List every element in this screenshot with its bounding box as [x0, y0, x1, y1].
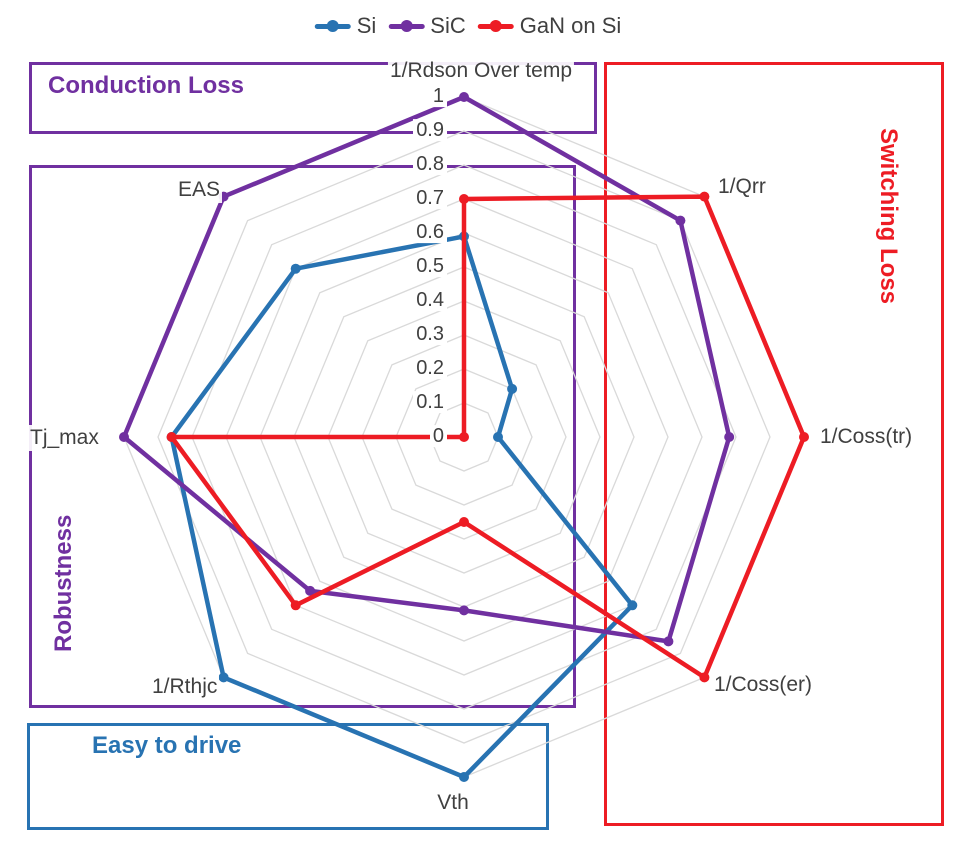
- data-point-marker: [459, 92, 469, 102]
- legend-item-si: Si: [314, 13, 377, 39]
- category-label-eas: EAS: [176, 177, 223, 204]
- series-line: [169, 234, 635, 780]
- data-point-marker: [305, 585, 316, 596]
- legend-label-gan: GaN on Si: [519, 13, 622, 38]
- data-point-marker: [218, 672, 229, 683]
- category-label-tjmax: Tj_max: [28, 425, 101, 452]
- data-point-marker: [459, 432, 469, 442]
- data-point-marker: [699, 191, 710, 202]
- legend-item-sic: SiC: [388, 13, 466, 39]
- grid-ring: [361, 334, 567, 540]
- tick-label-0-1: 0.1: [413, 391, 447, 414]
- category-label-qrr: 1/Qrr: [716, 174, 768, 201]
- legend-item-gan: GaN on Si: [477, 13, 622, 39]
- legend: Si SiC GaN on Si: [314, 13, 622, 39]
- data-point-marker: [459, 772, 469, 782]
- series-line: [169, 194, 807, 680]
- legend-swatch-gan-icon: [477, 23, 514, 29]
- legend-label-sic: SiC: [430, 13, 466, 38]
- tick-label-0-8: 0.8: [413, 153, 447, 176]
- category-label-coss-er: 1/Coss(er): [712, 672, 815, 699]
- data-point-marker: [459, 605, 469, 616]
- data-point-marker: [799, 432, 809, 442]
- tick-label-0-3: 0.3: [413, 323, 447, 346]
- data-point-marker: [493, 432, 503, 442]
- grid-ring: [395, 368, 533, 506]
- tick-label-0-4: 0.4: [413, 289, 447, 312]
- series-polygons: [119, 92, 809, 782]
- switching-loss-label: Switching Loss: [875, 128, 902, 305]
- grid-ring: [259, 232, 669, 642]
- tick-label-0-2: 0.2: [413, 357, 447, 380]
- legend-swatch-si-icon: [314, 23, 351, 29]
- category-label-rthjc: 1/Rthjc: [150, 674, 220, 701]
- grid-ring: [157, 130, 771, 744]
- tick-label-0-7: 0.7: [413, 187, 447, 210]
- category-label-rdson: 1/Rdson Over temp: [387, 58, 575, 85]
- tick-label-0-9: 0.9: [413, 119, 447, 142]
- data-point-marker: [507, 383, 518, 394]
- legend-swatch-sic-icon: [388, 23, 425, 29]
- easy-to-drive-label: Easy to drive: [92, 732, 242, 759]
- category-label-coss-tr: 1/Coss(tr): [818, 424, 915, 451]
- data-point-marker: [459, 517, 469, 527]
- switching-loss-box: [604, 62, 944, 826]
- conduction-loss-label: Conduction Loss: [48, 72, 244, 99]
- tick-label-1: 1: [429, 85, 447, 108]
- series-si: [166, 231, 638, 782]
- data-point-marker: [166, 432, 177, 442]
- category-label-vth: Vth: [435, 790, 471, 817]
- legend-label-si: Si: [356, 13, 377, 38]
- grid-ring: [429, 402, 499, 472]
- data-point-marker: [675, 215, 686, 226]
- data-point-marker: [724, 432, 735, 442]
- data-point-marker: [663, 636, 674, 647]
- tick-label-0-6: 0.6: [413, 221, 447, 244]
- data-point-marker: [290, 600, 301, 611]
- easy-to-drive-box: [27, 723, 549, 830]
- tick-label-0-5: 0.5: [413, 255, 447, 278]
- tick-label-0: 0: [429, 425, 447, 448]
- robustness-label: Robustness: [50, 514, 77, 652]
- data-point-marker: [459, 194, 469, 204]
- grid-ring: [191, 164, 737, 710]
- conduction-loss-box: [29, 62, 597, 134]
- data-point-marker: [699, 672, 710, 683]
- data-point-marker: [290, 263, 301, 274]
- series-gan-on-si: [166, 191, 809, 683]
- series-sic: [119, 92, 735, 647]
- grid-ring: [225, 198, 703, 676]
- data-point-marker: [627, 600, 638, 611]
- data-point-marker: [119, 432, 129, 442]
- grid-ring: [327, 300, 601, 574]
